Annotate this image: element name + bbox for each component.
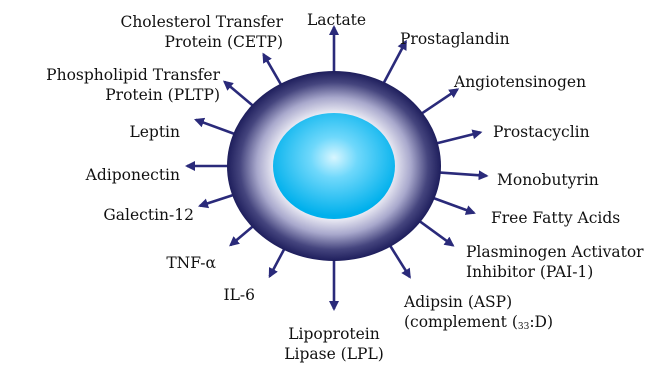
label-free-fatty-acids: Free Fatty Acids bbox=[491, 208, 620, 228]
label-adipsin-subscript: 33 bbox=[518, 322, 529, 332]
label-cetp: Cholesterol Transfer Protein (CETP) bbox=[88, 12, 283, 52]
arrow-free-fatty-acids bbox=[429, 196, 474, 213]
lipid-droplet bbox=[273, 113, 395, 219]
label-adipsin-line2-post: :D) bbox=[529, 313, 553, 331]
label-adipsin-line2: (complement (33:D) bbox=[404, 312, 553, 337]
label-lpl-line1: Lipoprotein bbox=[272, 324, 396, 344]
label-tnf-alpha: TNF-α bbox=[140, 253, 216, 273]
label-leptin: Leptin bbox=[100, 122, 180, 142]
label-pai-1: Plasminogen Activator Inhibitor (PAI-1) bbox=[466, 242, 644, 282]
arrow-angiotensinogen bbox=[418, 89, 458, 116]
label-galectin-12: Galectin-12 bbox=[60, 205, 194, 225]
label-prostacyclin: Prostacyclin bbox=[493, 122, 590, 142]
arrow-pltp bbox=[225, 82, 257, 109]
arrow-cetp bbox=[264, 54, 284, 89]
label-pai-line1: Plasminogen Activator bbox=[466, 242, 644, 262]
label-adipsin-line2-pre: (complement ( bbox=[404, 313, 518, 331]
label-lpl-line2: Lipase (LPL) bbox=[272, 344, 396, 364]
label-adiponectin: Adiponectin bbox=[40, 165, 180, 185]
arrow-adipsin bbox=[388, 242, 410, 278]
label-pai-line2: Inhibitor (PAI-1) bbox=[466, 262, 644, 282]
label-adipsin: Adipsin (ASP) (complement (33:D) bbox=[404, 292, 553, 337]
arrow-prostacyclin bbox=[432, 132, 481, 144]
label-adipsin-line1: Adipsin (ASP) bbox=[404, 292, 553, 312]
label-cetp-line2: Protein (CETP) bbox=[88, 32, 283, 52]
arrow-galectin-12 bbox=[200, 194, 238, 206]
label-angiotensinogen: Angiotensinogen bbox=[454, 72, 586, 92]
label-pltp: Phospholipid Transfer Protein (PLTP) bbox=[4, 65, 220, 105]
arrow-leptin bbox=[196, 120, 239, 136]
label-pltp-line2: Protein (PLTP) bbox=[4, 85, 220, 105]
label-cetp-line1: Cholesterol Transfer bbox=[88, 12, 283, 32]
arrow-pai-1 bbox=[416, 218, 453, 245]
label-lactate: Lactate bbox=[307, 10, 366, 30]
label-il-6: IL-6 bbox=[190, 285, 255, 305]
label-monobutyrin: Monobutyrin bbox=[497, 170, 599, 190]
label-lpl: Lipoprotein Lipase (LPL) bbox=[272, 324, 396, 364]
arrow-monobutyrin bbox=[435, 172, 487, 176]
label-prostaglandin: Prostaglandin bbox=[400, 29, 510, 49]
label-pltp-line1: Phospholipid Transfer bbox=[4, 65, 220, 85]
